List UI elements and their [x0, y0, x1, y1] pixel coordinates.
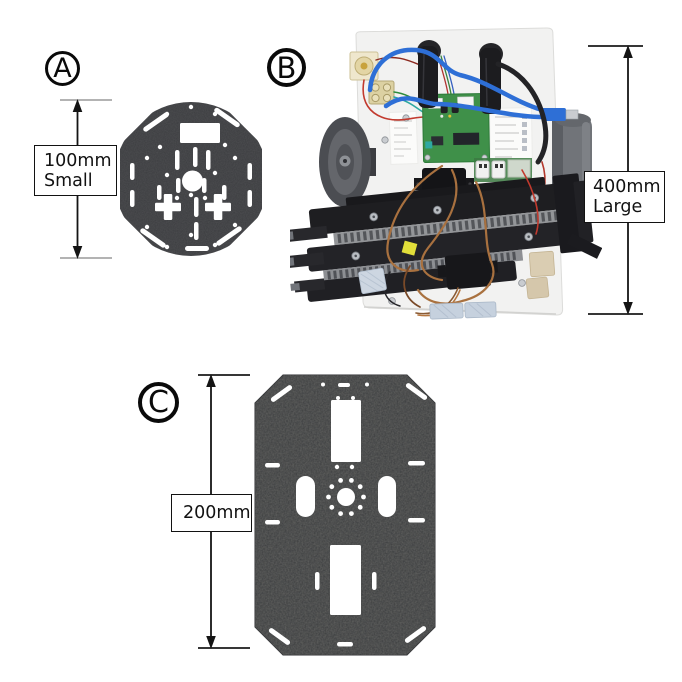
dimension-label-c: 200mm — [171, 494, 252, 532]
plate-a-cutouts — [130, 104, 252, 251]
header-connectors — [474, 158, 532, 182]
left-wheel — [319, 117, 376, 207]
robot-arm-assembly — [290, 173, 602, 302]
panel-a-label-badge: A — [45, 51, 80, 86]
servo-wires — [383, 164, 539, 317]
panel-c-label-badge: C — [138, 382, 179, 423]
velcro-strap-right — [479, 43, 503, 114]
usb-connector — [542, 108, 579, 121]
buzzer-module — [349, 51, 379, 81]
arrowhead-up-icon — [623, 45, 633, 58]
velcro-pads — [358, 250, 556, 320]
arrowhead-down-icon — [623, 302, 633, 315]
panel-c-letter: C — [148, 385, 169, 420]
plate-a-graphic — [112, 98, 270, 260]
arrowhead-up-icon — [206, 374, 216, 387]
yellow-tape — [401, 240, 418, 256]
arrowhead-up-icon — [72, 99, 83, 112]
power-connector-block — [368, 80, 395, 105]
dimension-value: 200mm — [183, 503, 251, 523]
dimension-label-a: 100mm Small — [34, 145, 117, 196]
arrowhead-down-icon — [72, 246, 83, 259]
panel-a-letter: A — [53, 53, 72, 84]
robot-top-view-photo — [290, 27, 602, 320]
plate-c-cutouts — [265, 382, 428, 647]
dimension-size-name: Small — [44, 170, 93, 191]
plate-c-graphic — [254, 374, 436, 656]
dimension-size-name: Large — [593, 197, 643, 217]
dimension-label-b: 400mm Large — [584, 171, 665, 223]
panel-b-letter: B — [276, 50, 297, 85]
panel-b-label-badge: B — [267, 48, 306, 87]
dimension-value: 400mm — [593, 177, 661, 197]
arrowhead-down-icon — [206, 636, 216, 649]
dimension-value: 100mm — [44, 150, 112, 171]
plate-stickers — [388, 107, 534, 173]
